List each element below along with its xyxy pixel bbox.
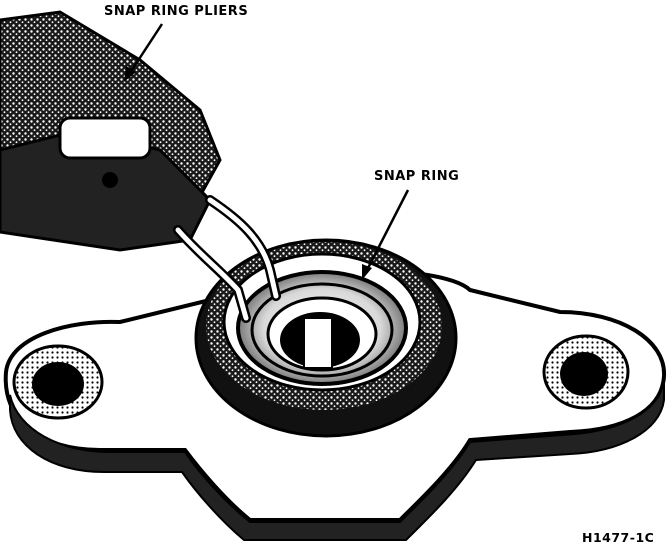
snap-ring-pliers (0, 10, 281, 323)
snap-ring-label: SNAP RING (374, 169, 460, 184)
ring-leader-arrow (362, 264, 372, 280)
right-mounting-hole (542, 334, 630, 410)
pliers-leader-line (126, 23, 164, 77)
figure-id-label: H1477-1C (582, 530, 655, 545)
snap-ring-pliers-label: SNAP RING PLIERS (104, 4, 249, 19)
ring-leader-line (364, 189, 410, 273)
pliers-leader-arrow (124, 66, 136, 82)
snap-ring (236, 270, 408, 386)
left-mounting-hole (12, 344, 104, 420)
